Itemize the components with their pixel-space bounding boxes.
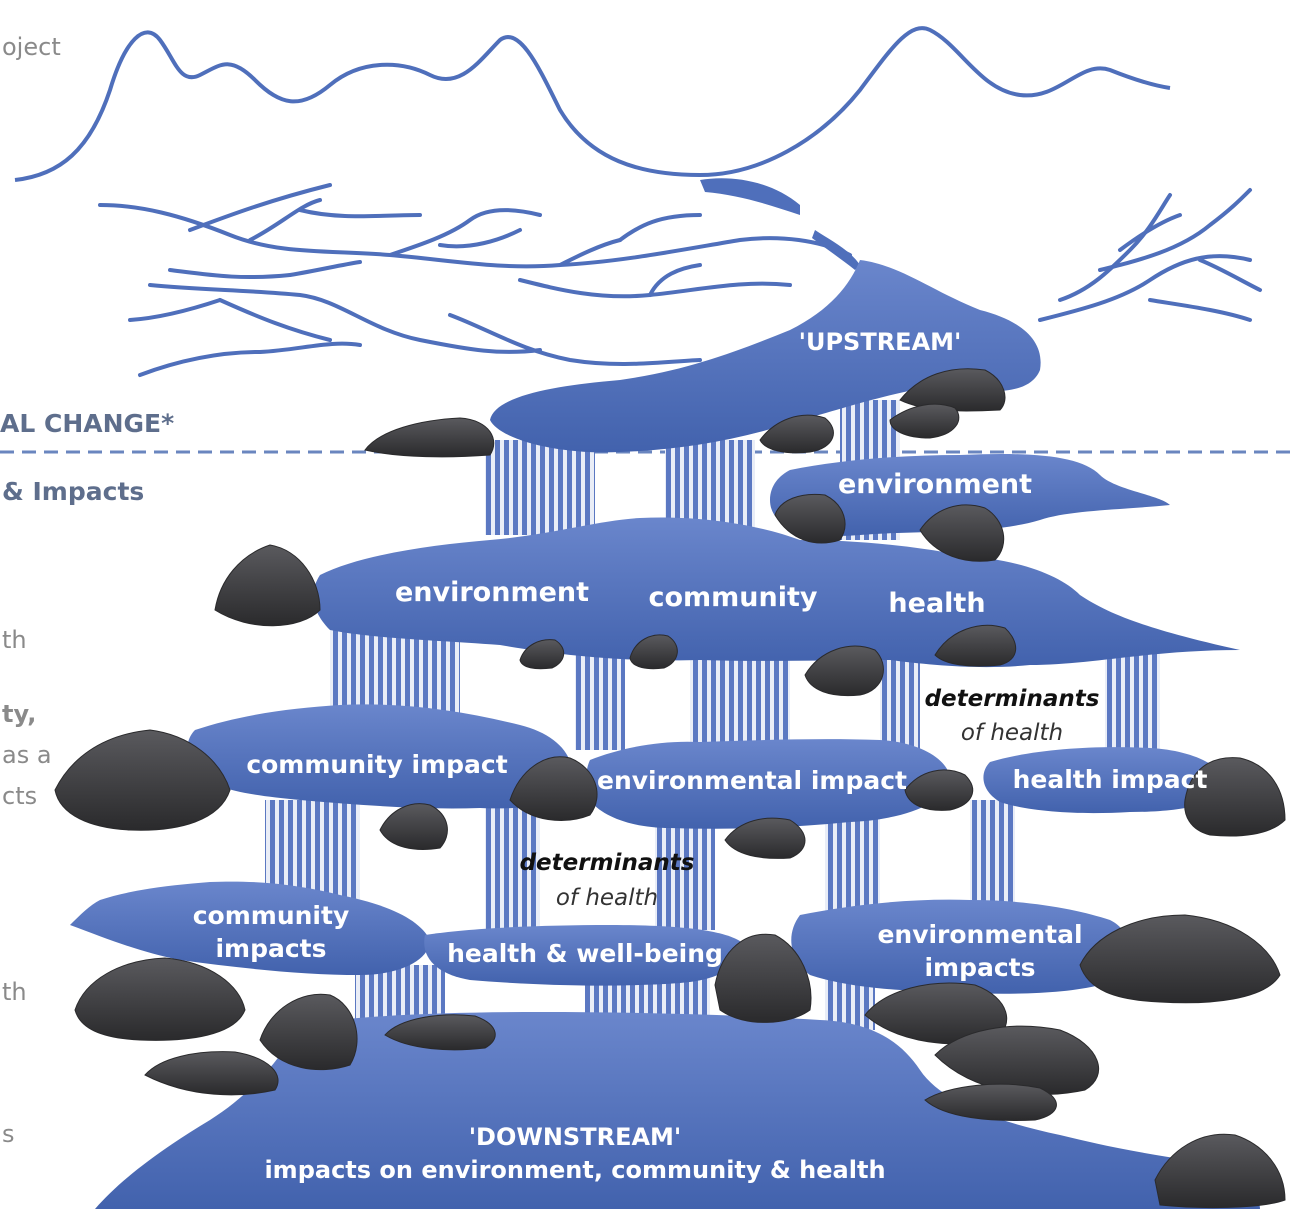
environment-top-label: environment xyxy=(838,469,1032,500)
upstream-label: 'UPSTREAM' xyxy=(799,328,962,356)
downstream-line2: impacts on environment, community & heal… xyxy=(264,1156,885,1184)
rocks xyxy=(54,368,1286,1209)
left-fragment-cts: cts xyxy=(2,782,37,810)
upstream-falls-ribbon xyxy=(700,178,800,215)
community-impacts-line2: impacts xyxy=(215,934,326,963)
health-impact-label: health impact xyxy=(1013,765,1208,794)
determinants-2-bold: determinants xyxy=(520,850,695,876)
left-fragment-impacts: & Impacts xyxy=(2,477,144,506)
determinants-2-rest: of health xyxy=(556,885,658,911)
left-fragment-as-a: as a xyxy=(2,741,52,769)
environmental-impact-label: environmental impact xyxy=(597,766,907,795)
left-fragment-change: AL CHANGE* xyxy=(0,409,174,438)
environmental-impacts-line1: environmental xyxy=(877,920,1082,949)
health-mid-label: health xyxy=(888,588,985,619)
health-wellbeing-label: health & well-being xyxy=(447,939,723,968)
environmental-impacts-line2: impacts xyxy=(924,953,1035,982)
left-fragment-th2: th xyxy=(2,978,27,1006)
community-impacts-line1: community xyxy=(193,901,350,930)
mountain-outline xyxy=(14,26,1171,182)
left-fragment-th1: th xyxy=(2,626,27,654)
environment-mid-label: environment xyxy=(395,577,589,608)
determinants-1-bold: determinants xyxy=(925,686,1100,712)
water-pools xyxy=(70,260,1260,1209)
determinants-1-rest: of health xyxy=(961,720,1063,746)
left-fragment-project: oject xyxy=(2,33,61,61)
downstream-line1: 'DOWNSTREAM' xyxy=(469,1123,682,1151)
upstream-falls-ribbon-2 xyxy=(812,230,860,270)
left-fragment-ty: ty, xyxy=(2,700,36,728)
tributaries xyxy=(98,183,1262,377)
community-mid-label: community xyxy=(648,582,817,613)
community-impact-label: community impact xyxy=(246,750,507,779)
left-fragment-s: s xyxy=(2,1120,15,1148)
